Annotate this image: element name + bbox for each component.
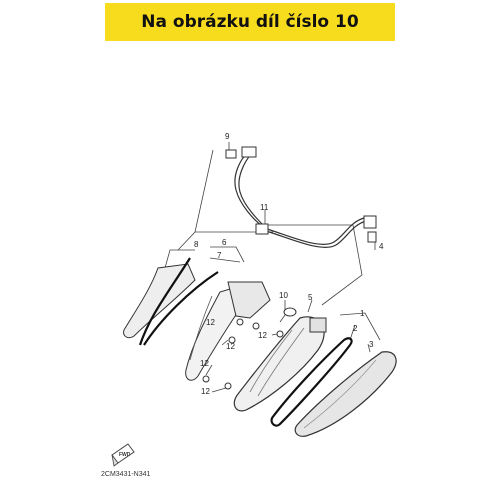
label-part-10: 10 [279, 291, 288, 300]
label-part-11: 11 [260, 203, 269, 212]
label-part-12a: 12 [206, 318, 215, 327]
label-part-8: 8 [194, 240, 199, 249]
label-part-9: 9 [225, 132, 230, 141]
label-part-12c: 12 [258, 331, 267, 340]
label-part-12d: 12 [200, 359, 209, 368]
label-part-12e: 12 [201, 387, 210, 396]
label-part-6: 6 [222, 238, 227, 247]
label-part-1: 1 [360, 309, 365, 318]
gasket-part-2 [270, 337, 353, 427]
banner-text: Na obrázku díl číslo 10 [141, 12, 359, 32]
small-parts [202, 307, 297, 390]
label-part-3: 3 [369, 340, 374, 349]
label-part-7: 7 [217, 251, 222, 260]
fwd-label: FWD [119, 452, 131, 458]
housing-part-6-7 [185, 281, 271, 381]
cover-panel-part-3 [294, 351, 397, 437]
light-assembly-part-1 [233, 316, 327, 412]
fwd-arrow-icon: FWD [111, 443, 135, 467]
label-part-5: 5 [308, 293, 313, 302]
diagram-code: 2CM3431-N341 [101, 471, 151, 478]
leader-lines [164, 142, 381, 393]
wire-harness [234, 151, 367, 248]
label-part-4: 4 [379, 242, 384, 251]
label-part-2: 2 [353, 324, 358, 333]
part-labels: 9 11 4 8 6 7 10 5 12 12 12 1 2 3 12 12 [194, 132, 384, 396]
title-banner: Na obrázku díl číslo 10 [105, 3, 395, 41]
label-part-12b: 12 [226, 342, 235, 351]
lens-cover-part-8 [123, 257, 219, 346]
connector-parts [225, 146, 377, 243]
